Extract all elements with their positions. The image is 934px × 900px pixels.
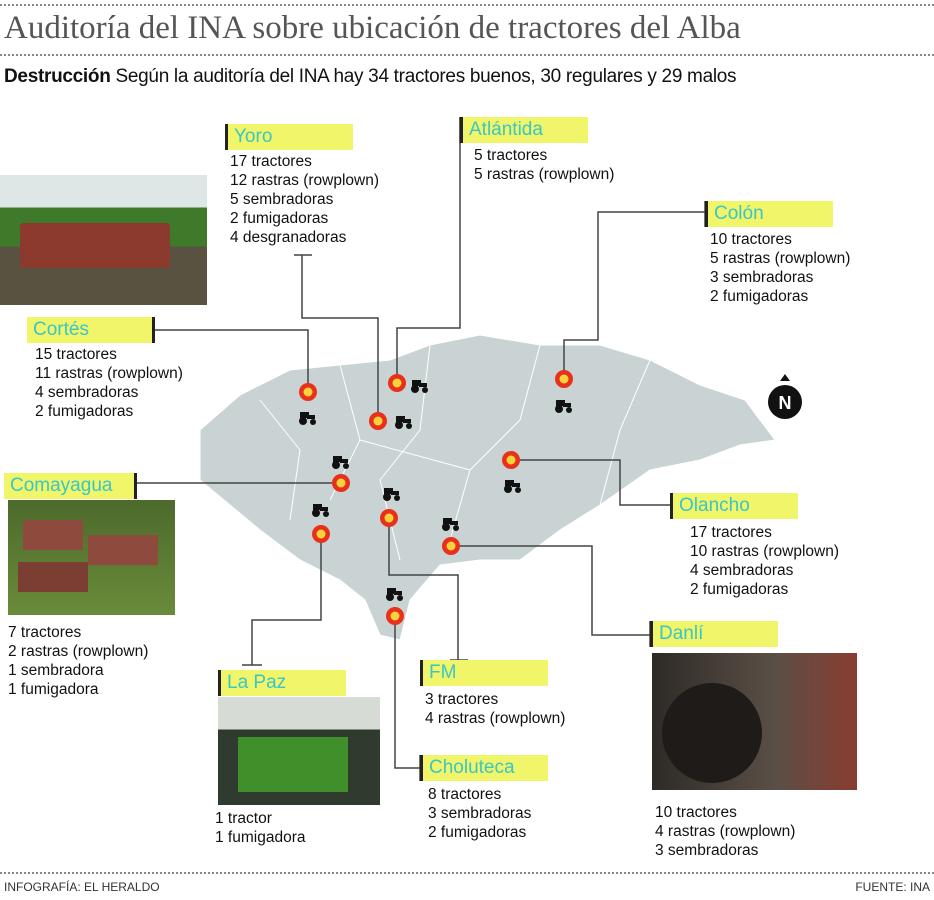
item: 10 rastras (rowplown) xyxy=(690,543,840,560)
item: 12 rastras (rowplown) xyxy=(230,172,380,189)
divider xyxy=(0,872,934,874)
region-items-atlantida: 5 tractores 5 rastras (rowplown) xyxy=(474,146,614,184)
item: 2 fumigadoras xyxy=(690,581,789,598)
region-items-choluteca: 8 tractores 3 sembradoras 2 fumigadoras xyxy=(428,785,531,842)
item: 1 fumigadora xyxy=(8,681,99,698)
item: 17 tractores xyxy=(230,153,312,170)
tractor-icon xyxy=(442,518,459,531)
item: 2 rastras (rowplown) xyxy=(8,643,149,660)
country-shape xyxy=(199,334,776,641)
region-items-olancho: 17 tractores 10 rastras (rowplown) 4 sembr… xyxy=(690,523,839,599)
tractor-icon xyxy=(312,504,329,517)
leader-lines xyxy=(134,117,706,781)
tractor-icon xyxy=(504,480,521,493)
item: 4 sembradoras xyxy=(35,384,139,401)
item: 5 rastras (rowplown) xyxy=(474,166,615,183)
item: 1 tractor xyxy=(215,810,272,827)
region-items-fm: 3 tractores 4 rastras (rowplown) xyxy=(425,690,565,728)
subtitle-text: Según la auditoría del INA hay 34 tracto… xyxy=(115,66,737,87)
item: 2 fumigadoras xyxy=(35,403,134,420)
item: 1 fumigadora xyxy=(215,829,306,846)
location-marker xyxy=(332,474,350,492)
item: 5 tractores xyxy=(474,147,548,164)
tractor-icon xyxy=(383,488,400,501)
divider xyxy=(0,54,934,56)
item: 2 fumigadoras xyxy=(230,210,329,227)
location-marker xyxy=(312,525,330,543)
item: 3 tractores xyxy=(425,691,499,708)
subtitle-bold: Destrucción xyxy=(4,66,111,87)
page-title: Auditoría del INA sobre ubicación de tra… xyxy=(4,10,741,46)
item: 11 rastras (rowplown) xyxy=(35,365,183,382)
photo-tractor-yoro xyxy=(0,175,207,305)
region-label-yoro: Yoro xyxy=(225,124,353,150)
item: 5 sembradoras xyxy=(230,191,334,208)
location-marker xyxy=(555,370,573,388)
item: 10 tractores xyxy=(710,231,792,248)
region-items-cortes: 15 tractores 11 rastras (rowplown) 4 sembr… xyxy=(35,345,183,421)
tractor-icon xyxy=(299,412,316,425)
region-label-choluteca: Choluteca xyxy=(420,755,548,781)
photo-tractors-comayagua xyxy=(8,500,175,615)
item: 5 rastras (rowplown) xyxy=(710,250,851,267)
region-label-colon: Colón xyxy=(705,201,833,227)
tractor-icon xyxy=(555,400,572,413)
item: 4 sembradoras xyxy=(690,562,794,579)
location-marker xyxy=(388,374,406,392)
region-items-danli: 10 tractores 4 rastras (rowplown) 3 sembra… xyxy=(655,803,795,860)
item: 17 tractores xyxy=(690,524,772,541)
photo-tractor-danli xyxy=(652,653,857,790)
region-label-lapaz: La Paz xyxy=(218,670,346,696)
item: 7 tractores xyxy=(8,624,82,641)
photo-tractor-lapaz xyxy=(218,697,380,805)
location-marker xyxy=(380,509,398,527)
item: 4 rastras (rowplown) xyxy=(655,823,796,840)
location-markers xyxy=(299,370,573,625)
region-items-colon: 10 tractores 5 rastras (rowplown) 3 sembra… xyxy=(710,230,850,306)
item: 1 sembradora xyxy=(8,662,104,679)
divider xyxy=(0,4,934,6)
region-label-comayagua: Comayagua xyxy=(4,473,137,499)
location-marker xyxy=(299,383,317,401)
item: 3 sembradoras xyxy=(710,269,814,286)
region-label-fm: FM xyxy=(420,660,548,686)
location-marker xyxy=(442,537,460,555)
item: 3 sembradoras xyxy=(428,805,532,822)
region-items-comayagua: 7 tractores 2 rastras (rowplown) 1 sembrad… xyxy=(8,623,148,699)
item: 8 tractores xyxy=(428,786,502,803)
compass-label: N xyxy=(779,393,792,413)
credit: INFOGRAFÍA: EL HERALDO xyxy=(4,880,160,894)
source: FUENTE: INA xyxy=(855,880,930,894)
compass-icon: N xyxy=(768,374,802,419)
location-marker xyxy=(386,607,404,625)
item: 4 desgranadoras xyxy=(230,229,347,246)
region-label-olancho: Olancho xyxy=(670,493,798,519)
item: 2 fumigadoras xyxy=(710,288,809,305)
tractor-icon xyxy=(395,416,412,429)
region-items-lapaz: 1 tractor 1 fumigadora xyxy=(215,809,305,847)
item: 15 tractores xyxy=(35,346,117,363)
item: 4 rastras (rowplown) xyxy=(425,710,566,727)
region-label-danli: Danlí xyxy=(650,621,778,647)
tractor-icon xyxy=(386,588,403,601)
region-label-atlantida: Atlántida xyxy=(460,117,588,143)
item: 3 sembradoras xyxy=(655,842,759,859)
region-items-yoro: 17 tractores 12 rastras (rowplown) 5 sembr… xyxy=(230,152,379,247)
tractor-icon xyxy=(411,380,428,393)
item: 10 tractores xyxy=(655,804,737,821)
tractor-icon xyxy=(332,456,349,469)
region-label-cortes: Cortés xyxy=(27,317,155,343)
location-marker xyxy=(502,451,520,469)
location-marker xyxy=(369,412,387,430)
item: 2 fumigadoras xyxy=(428,824,527,841)
